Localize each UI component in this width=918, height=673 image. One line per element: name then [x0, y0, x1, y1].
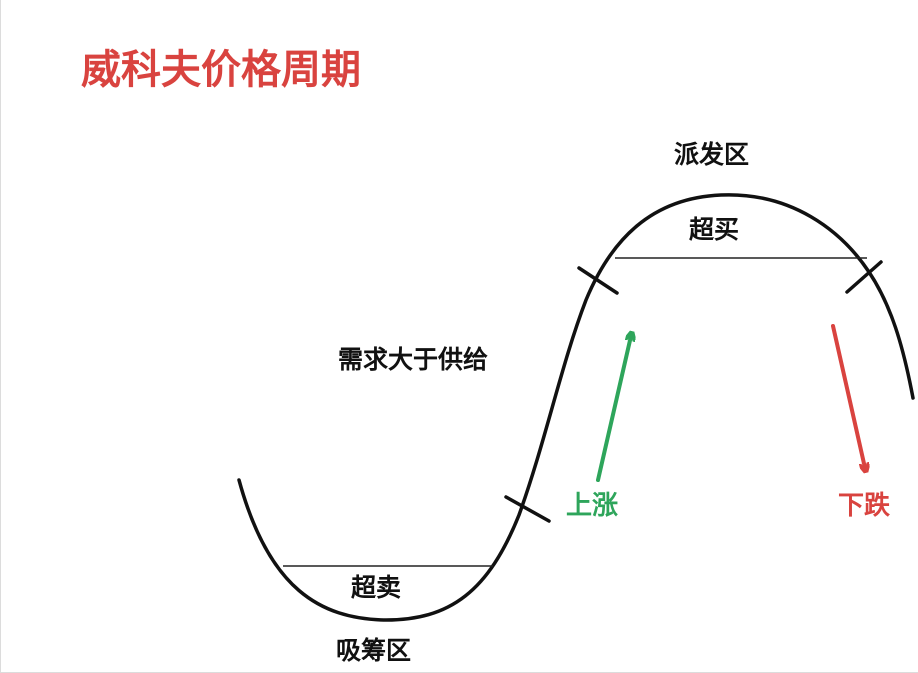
fall-label: 下跌: [838, 491, 891, 521]
overbought-label: 超买: [689, 215, 740, 244]
accumulation-zone-label: 吸筹区: [336, 636, 412, 665]
tick-mark-upper-right: [845, 260, 883, 294]
distribution-zone-label: 派发区: [674, 140, 750, 169]
rise-label: 上涨: [566, 491, 619, 521]
rise-arrow-icon: [596, 336, 631, 482]
oversold-label: 超卖: [351, 573, 402, 602]
demand-exceeds-supply-label: 需求大于供给: [338, 345, 489, 374]
tick-mark-lower: [504, 495, 551, 523]
diagram-title: 威科夫价格周期: [81, 47, 361, 93]
tick-mark-upper-left: [577, 266, 619, 295]
fall-arrow-icon: [831, 324, 865, 468]
